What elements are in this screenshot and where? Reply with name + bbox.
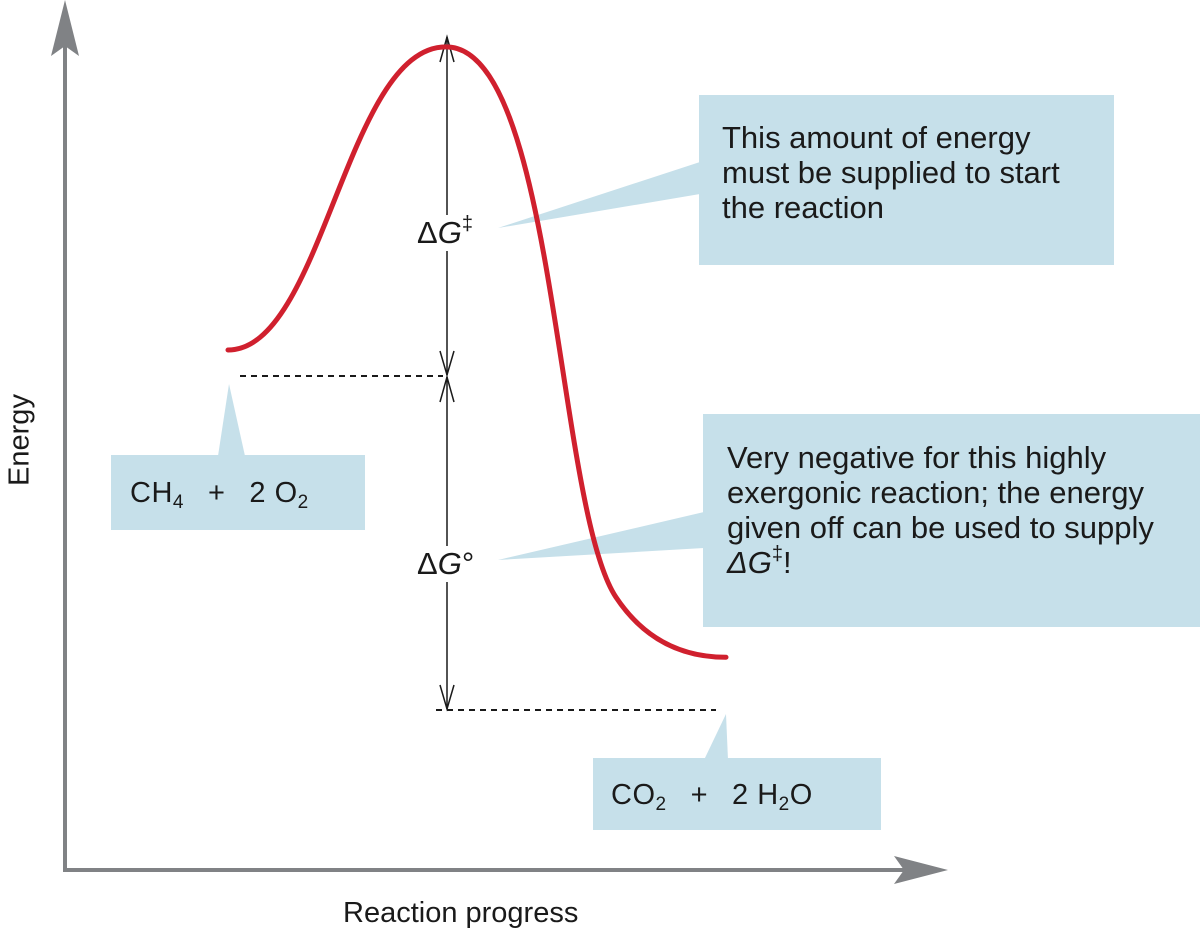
energy-profile-curve xyxy=(225,44,729,660)
y-axis-arrowhead xyxy=(51,0,79,56)
activation-energy-callout: This amount of energy must be supplied t… xyxy=(699,95,1114,265)
exergonic-callout-pointer xyxy=(498,512,704,560)
reactants-formula: CH4+2 O2 xyxy=(130,477,309,513)
exergonic-note: Very negative for this highly exergonic … xyxy=(727,440,1154,580)
products-callout: CO2+2 H2O xyxy=(593,758,881,830)
free-energy-arrow-head-bottom xyxy=(439,684,455,712)
x-axis-arrowhead xyxy=(894,856,948,884)
reactants-callout: CH4+2 O2 xyxy=(111,455,365,530)
activation-callout-pointer xyxy=(498,162,700,228)
free-energy-arrow-head-top xyxy=(439,374,455,403)
activation-energy-label: ΔG‡ xyxy=(413,214,477,251)
reactants-callout-pointer xyxy=(218,384,245,456)
products-formula: CO2+2 H2O xyxy=(611,779,813,815)
free-energy-label: ΔG° xyxy=(413,546,479,582)
products-callout-pointer xyxy=(704,714,728,760)
y-axis-label: Energy xyxy=(3,394,36,486)
activation-energy-note: This amount of energy must be supplied t… xyxy=(722,120,1060,225)
exergonic-callout: Very negative for this highly exergonic … xyxy=(703,414,1200,627)
activation-arrow-head-top xyxy=(439,34,455,63)
x-axis-label: Reaction progress xyxy=(343,897,579,929)
